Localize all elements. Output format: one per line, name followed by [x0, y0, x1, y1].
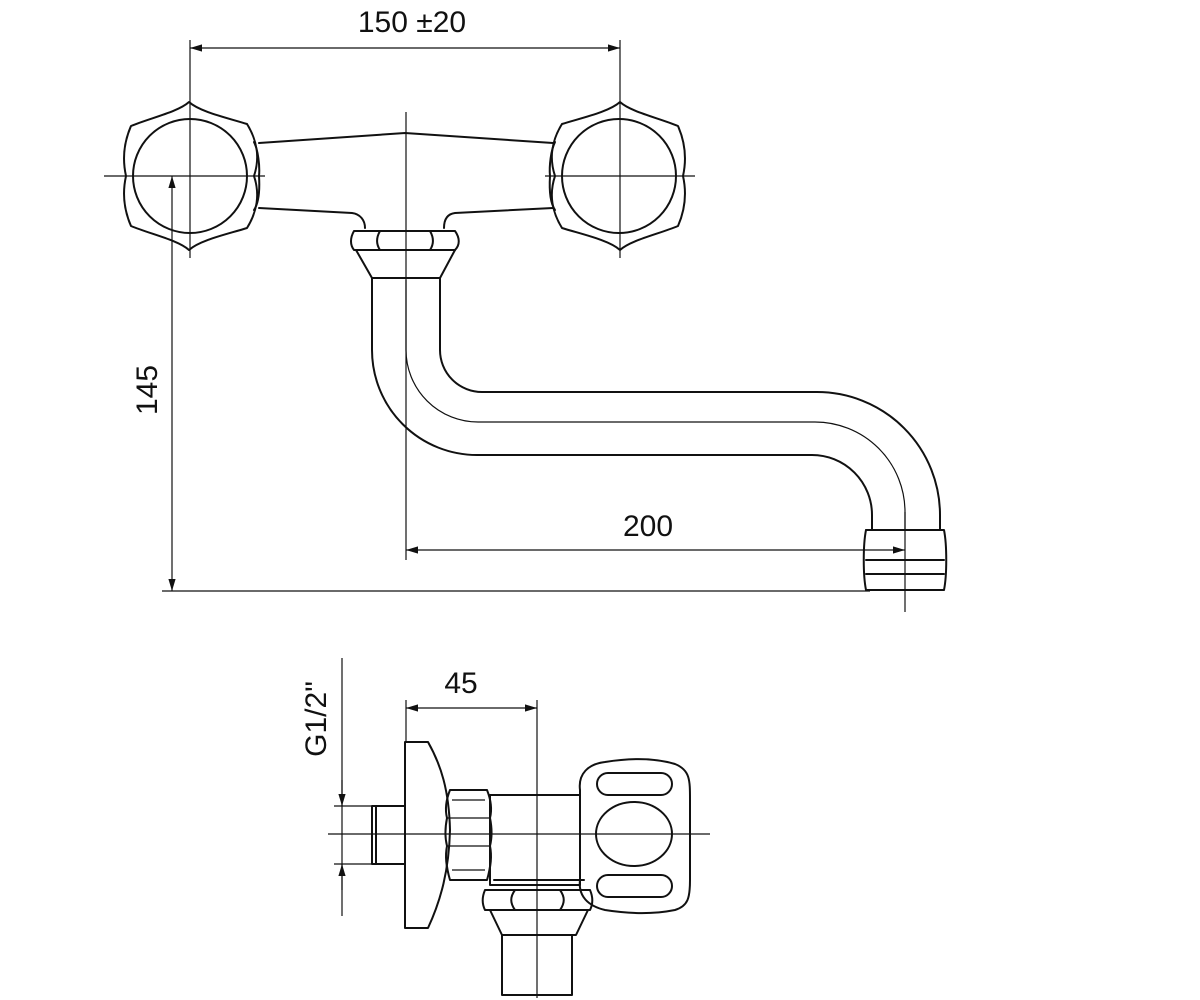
- dimension-spacing: 150 ±20: [190, 6, 620, 52]
- spout-pipe: [371, 277, 941, 531]
- front-view: 150 ±20 145 200: [104, 6, 948, 612]
- dimension-reach: 200: [406, 510, 905, 554]
- dimension-depth: 45: [406, 667, 537, 712]
- dimension-height: 145: [131, 176, 176, 591]
- dimension-thread: G1/2": [300, 681, 346, 890]
- hex-nut: [444, 789, 493, 881]
- side-spout-nut: [481, 879, 594, 936]
- valve-body: [489, 794, 581, 886]
- dimension-height-label: 145: [131, 365, 164, 415]
- spout-nut: [350, 230, 460, 279]
- side-handle: [578, 758, 691, 914]
- mixer-body: [253, 132, 556, 229]
- side-center-lines: [328, 658, 710, 998]
- dimension-depth-label: 45: [444, 667, 477, 700]
- center-lines: [104, 40, 906, 612]
- dimension-spacing-label: 150 ±20: [358, 6, 466, 39]
- wall-flange: [404, 741, 451, 929]
- side-view: 45 G1/2": [300, 658, 710, 998]
- dimension-thread-label: G1/2": [300, 681, 333, 757]
- dimension-reach-label: 200: [623, 510, 673, 543]
- thread-connector: [371, 805, 406, 865]
